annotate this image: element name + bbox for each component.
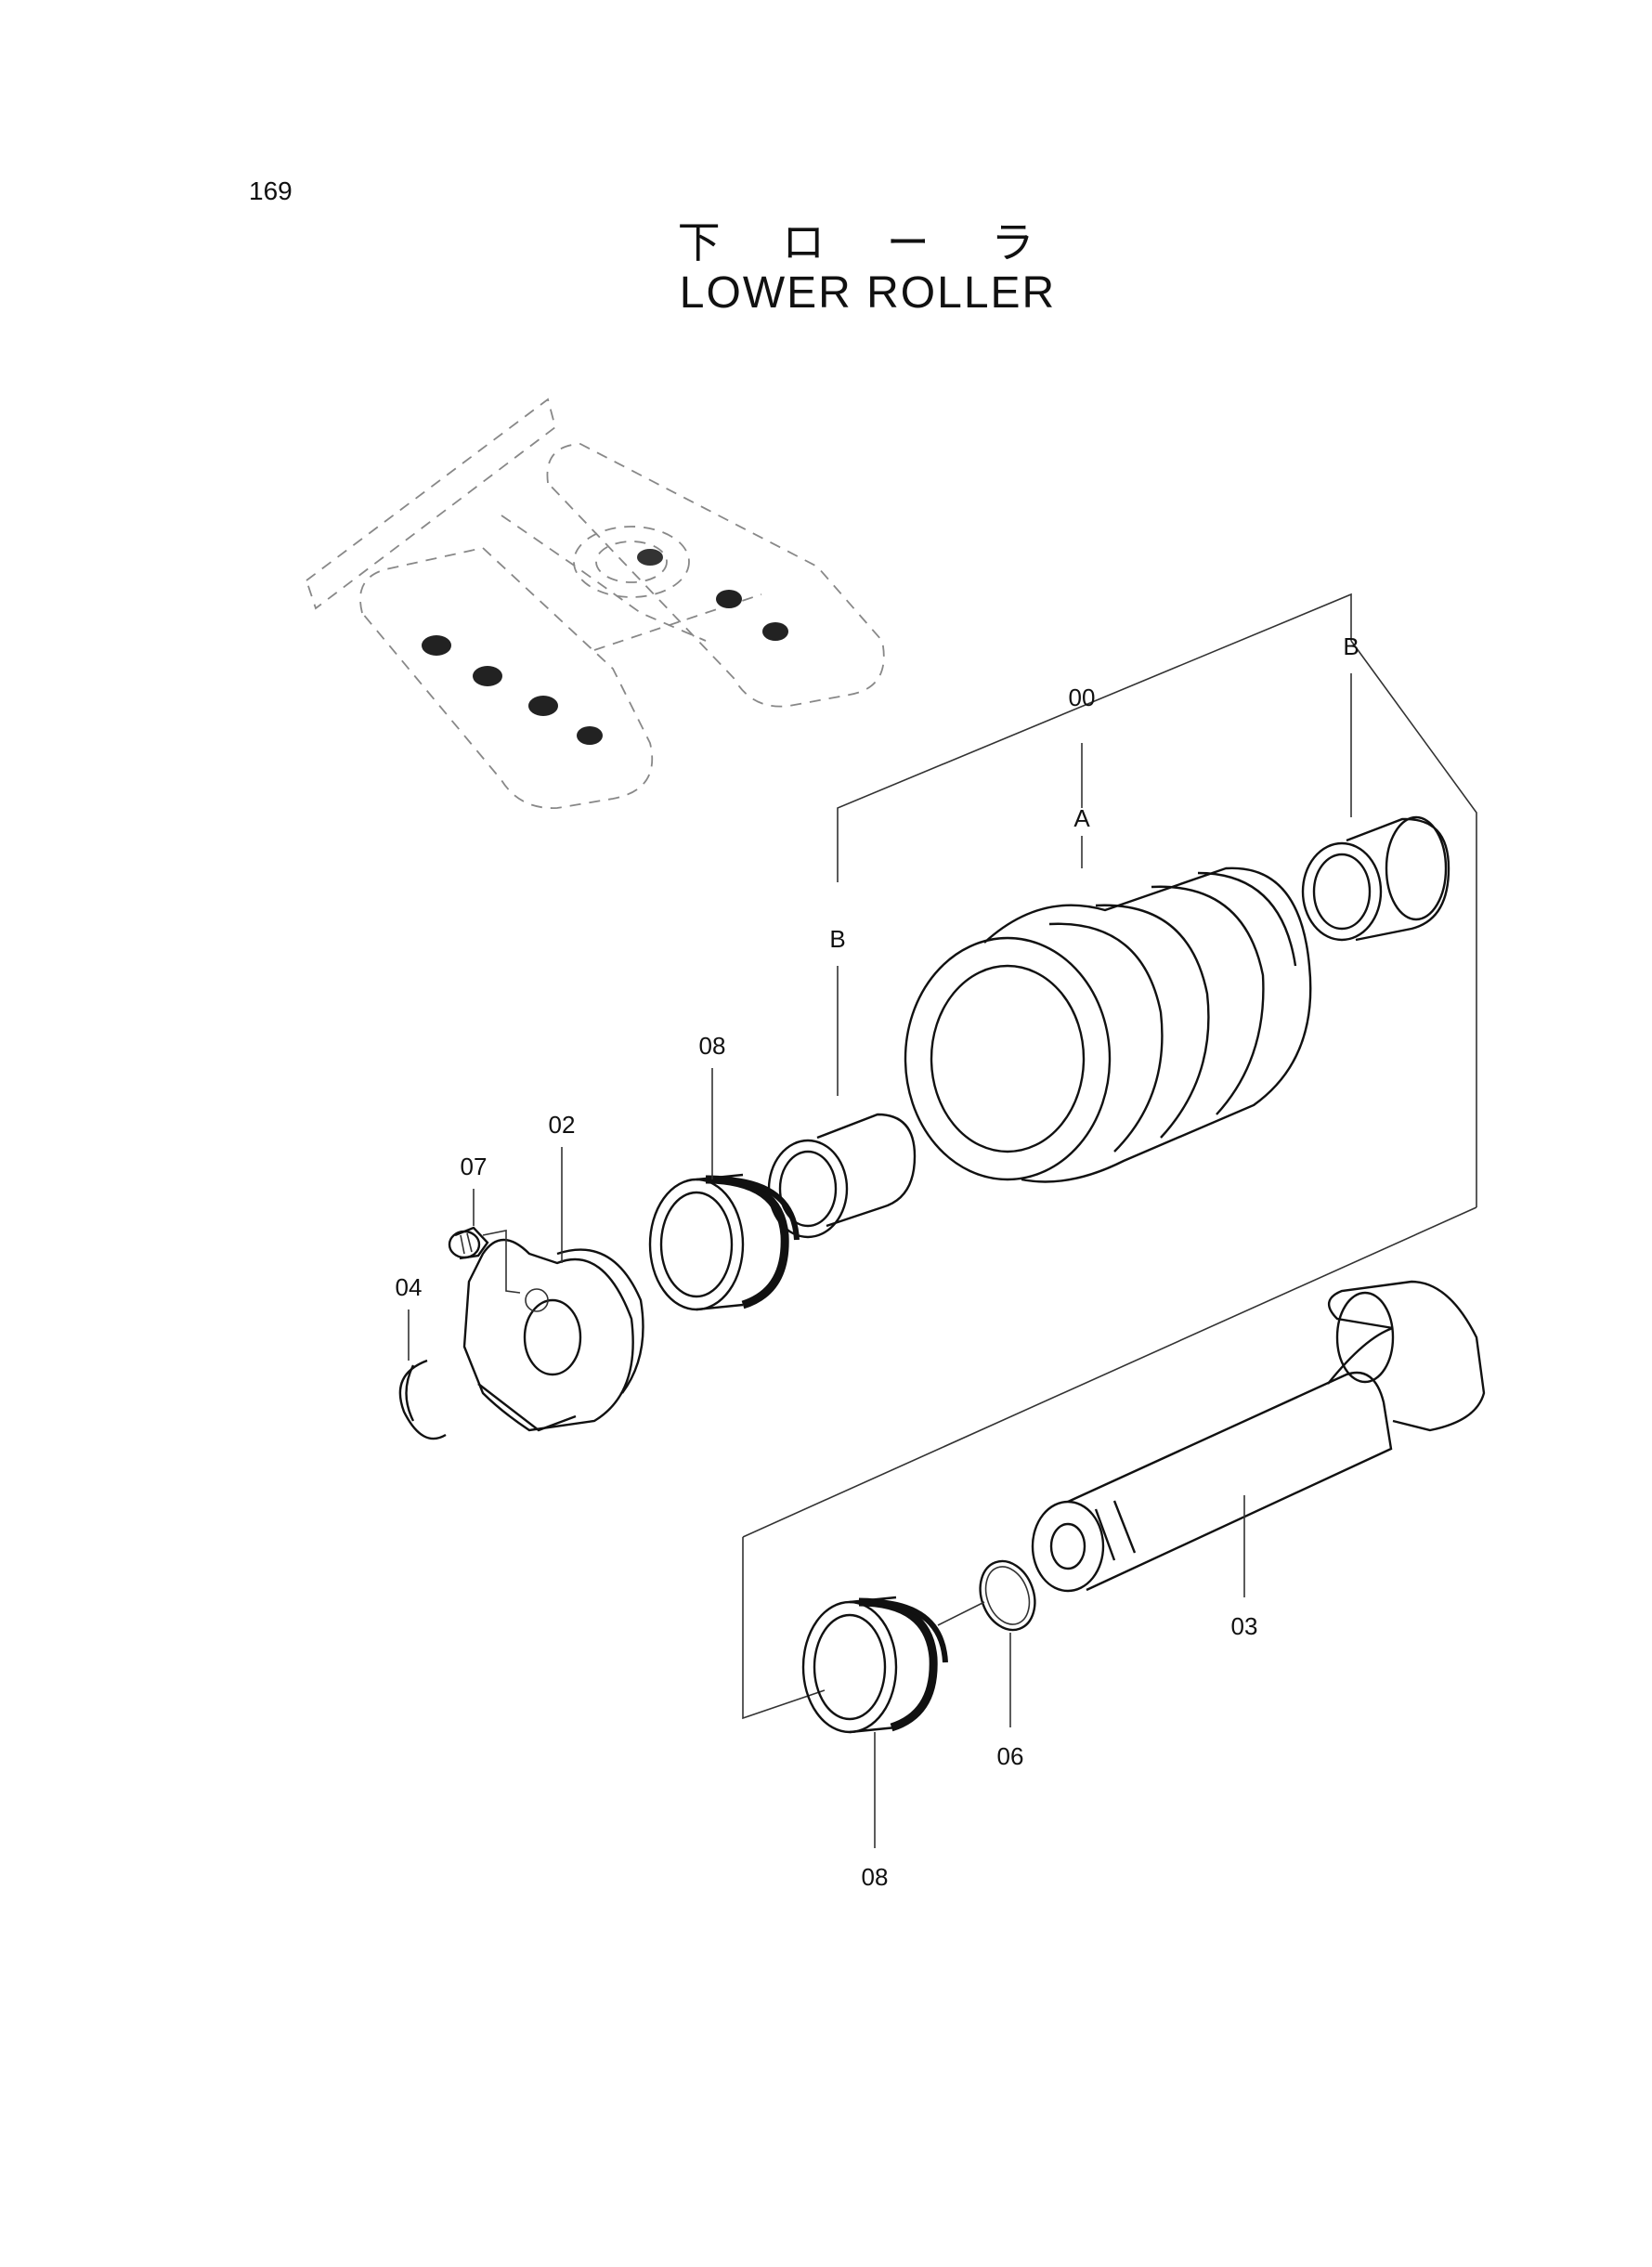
callout-seal-lower: 08 [862,1863,889,1891]
snap-ring [398,1359,447,1440]
shaft [1031,1280,1486,1593]
collar [462,1238,644,1432]
callout-seal-upper: 08 [699,1032,726,1060]
o-ring [937,1559,1036,1632]
title-english: LOWER ROLLER [679,268,1057,318]
assembly-bracket [742,593,1477,1720]
title-japanese: 下 ロ ー ラ [677,217,1059,267]
callout-collar: 02 [549,1111,576,1139]
bushing-right [1301,815,1450,942]
callout-assembly: 00 [1069,684,1096,711]
leader-lines [408,1068,1245,1848]
plug [448,1226,489,1260]
floating-seal-lower [801,1596,948,1734]
callout-plug: 07 [461,1153,488,1180]
callout-shaft: 03 [1231,1612,1258,1640]
excavator-overview-illustration [305,397,885,809]
floating-seal-upper [648,1173,800,1311]
callout-snap-ring: 04 [396,1273,423,1301]
roller-body [904,866,1312,1183]
callout-bushing-left: B [829,925,845,953]
callout-bushing-right: B [1343,632,1359,660]
callout-roller-body: A [1073,804,1090,832]
callout-o-ring: 06 [997,1742,1024,1770]
page-number: 169 [249,176,293,205]
